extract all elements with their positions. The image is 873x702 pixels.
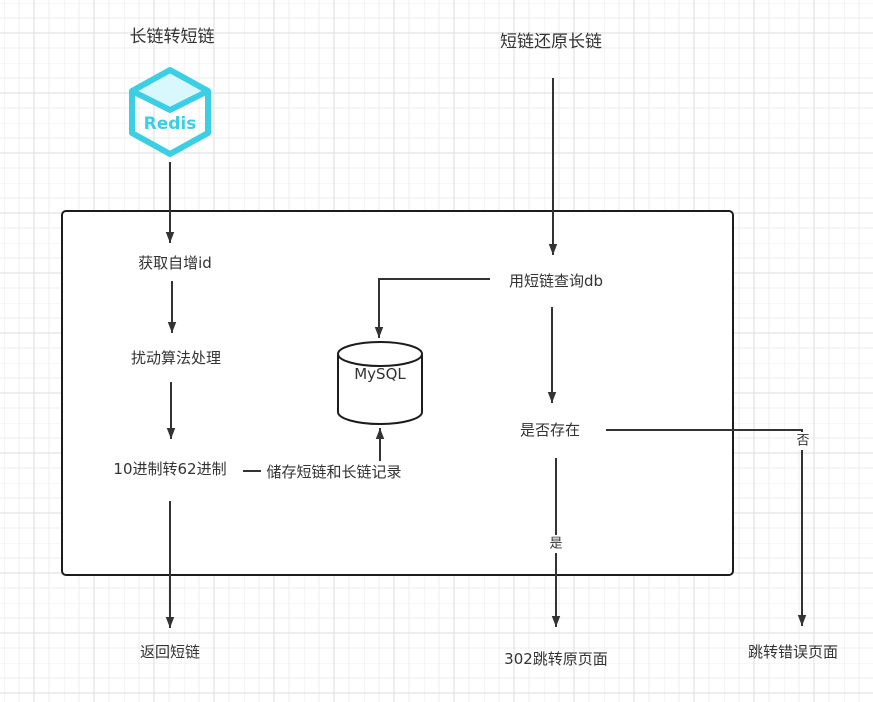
step-query-db: 用短链查询db	[509, 272, 603, 290]
decision-exists: 是否存在	[520, 421, 580, 439]
edge-decision-no	[606, 429, 807, 626]
step-302-redirect: 302跳转原页面	[504, 650, 608, 668]
edge-label-no: 否	[796, 434, 809, 449]
edge-label-store-records: 储存短链和长链记录	[266, 463, 401, 481]
cylinder-body	[337, 354, 423, 425]
step-base10-to-base62: 10进制转62进制	[113, 460, 226, 478]
cylinder-top	[337, 341, 423, 367]
redis-label: Redis	[144, 114, 197, 134]
yes-label-background	[548, 535, 564, 553]
redis-face-edge	[130, 88, 210, 113]
mysql-database: MySQL	[337, 341, 423, 425]
step-return-short-link: 返回短链	[140, 643, 200, 661]
title-short-to-long: 短链还原长链	[500, 32, 602, 52]
step-perturb-algorithm: 扰动算法处理	[131, 349, 221, 367]
step-error-page: 跳转错误页面	[748, 643, 838, 661]
edge-query-to-mysql	[374, 278, 490, 338]
edge-label-yes: 是	[549, 537, 562, 552]
title-long-to-short: 长链转短链	[130, 27, 215, 47]
store-label-background	[261, 461, 407, 481]
redis-icon: Redis	[129, 67, 211, 157]
no-label-background	[795, 432, 811, 450]
mysql-label: MySQL	[354, 365, 406, 383]
step-get-auto-id: 获取自增id	[138, 254, 212, 272]
